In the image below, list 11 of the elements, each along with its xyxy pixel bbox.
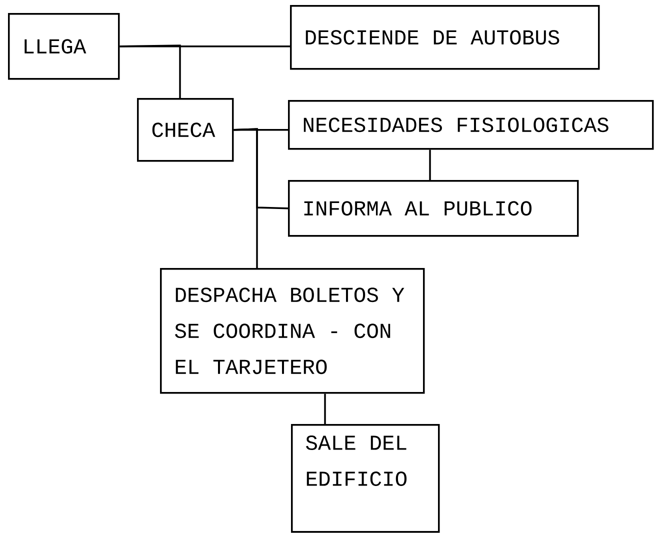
process-box: SALE DEL EDIFICIO: [291, 424, 440, 533]
process-box: LLEGA: [8, 13, 120, 80]
process-box: NECESIDADES FISIOLOGICAS: [288, 100, 654, 150]
process-box: DESPACHA BOLETOS Y SE COORDINA - CON EL TARJETERO: [160, 268, 425, 394]
connector-line: [324, 394, 326, 424]
connector-line: [120, 44, 181, 98]
process-box: CHECA: [137, 98, 234, 162]
process-box: DESCIENDE DE AUTOBUS: [290, 5, 600, 70]
connector-line: [429, 150, 431, 180]
connector-line: [234, 128, 258, 268]
process-box: INFORMA AL PUBLICO: [288, 180, 579, 237]
